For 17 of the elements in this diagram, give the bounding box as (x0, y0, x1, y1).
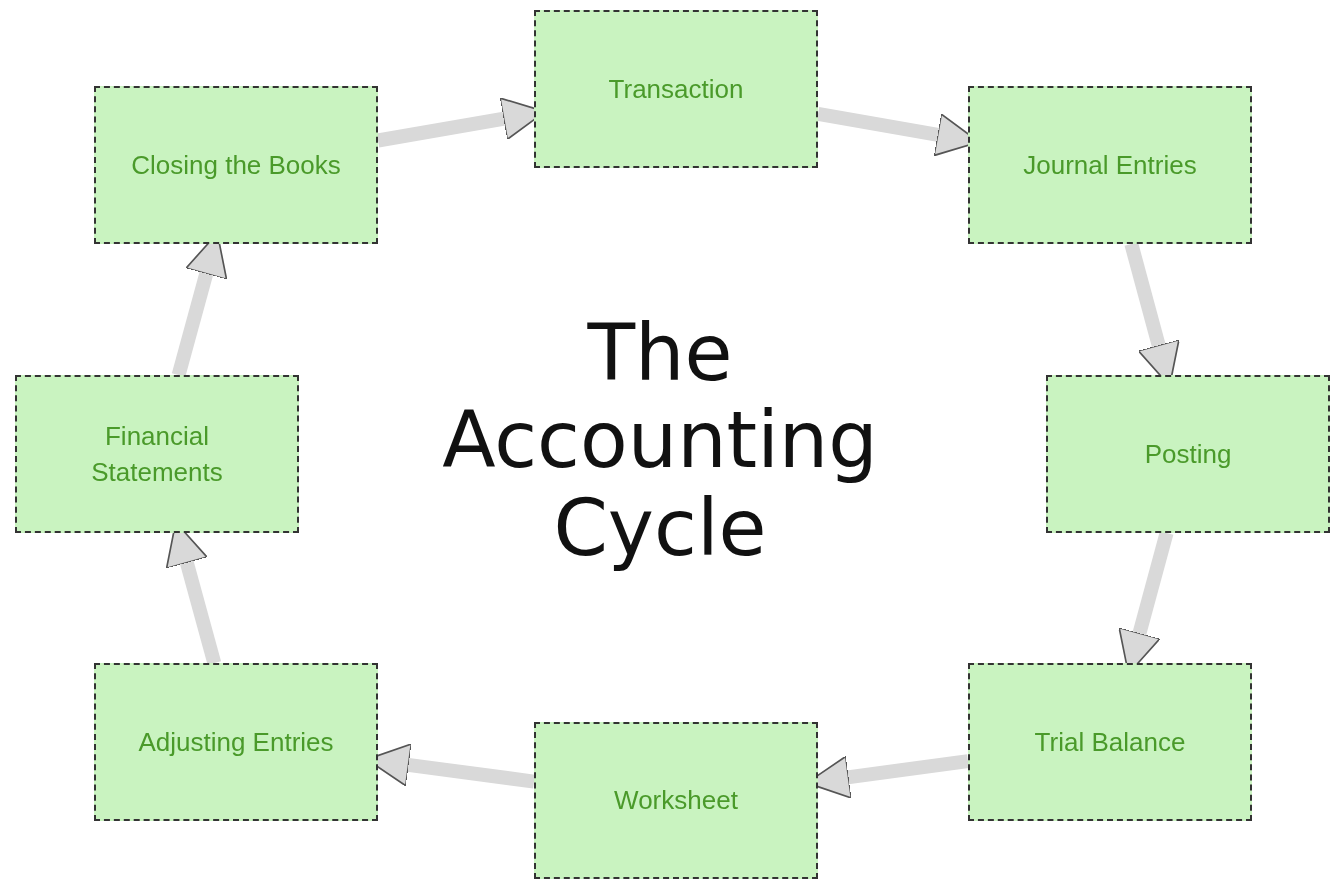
process-box (968, 86, 1252, 244)
process-box (968, 663, 1252, 821)
step-label: Journal Entries (1023, 148, 1197, 182)
process-box (15, 375, 299, 533)
process-box (94, 663, 378, 821)
diagram-title: The Accounting Cycle (441, 310, 879, 573)
step-label: Transaction (608, 72, 744, 106)
process-box (1046, 375, 1330, 533)
process-box (534, 10, 818, 168)
step-label: Closing the Books (131, 148, 341, 182)
step-label: Financial Statements (90, 419, 224, 489)
process-box (94, 86, 378, 244)
step-label: Posting (1144, 437, 1232, 471)
step-label: Trial Balance (1034, 725, 1186, 759)
step-label: Worksheet (614, 784, 738, 818)
step-label: Adjusting Entries (138, 725, 334, 759)
process-box (534, 722, 818, 879)
